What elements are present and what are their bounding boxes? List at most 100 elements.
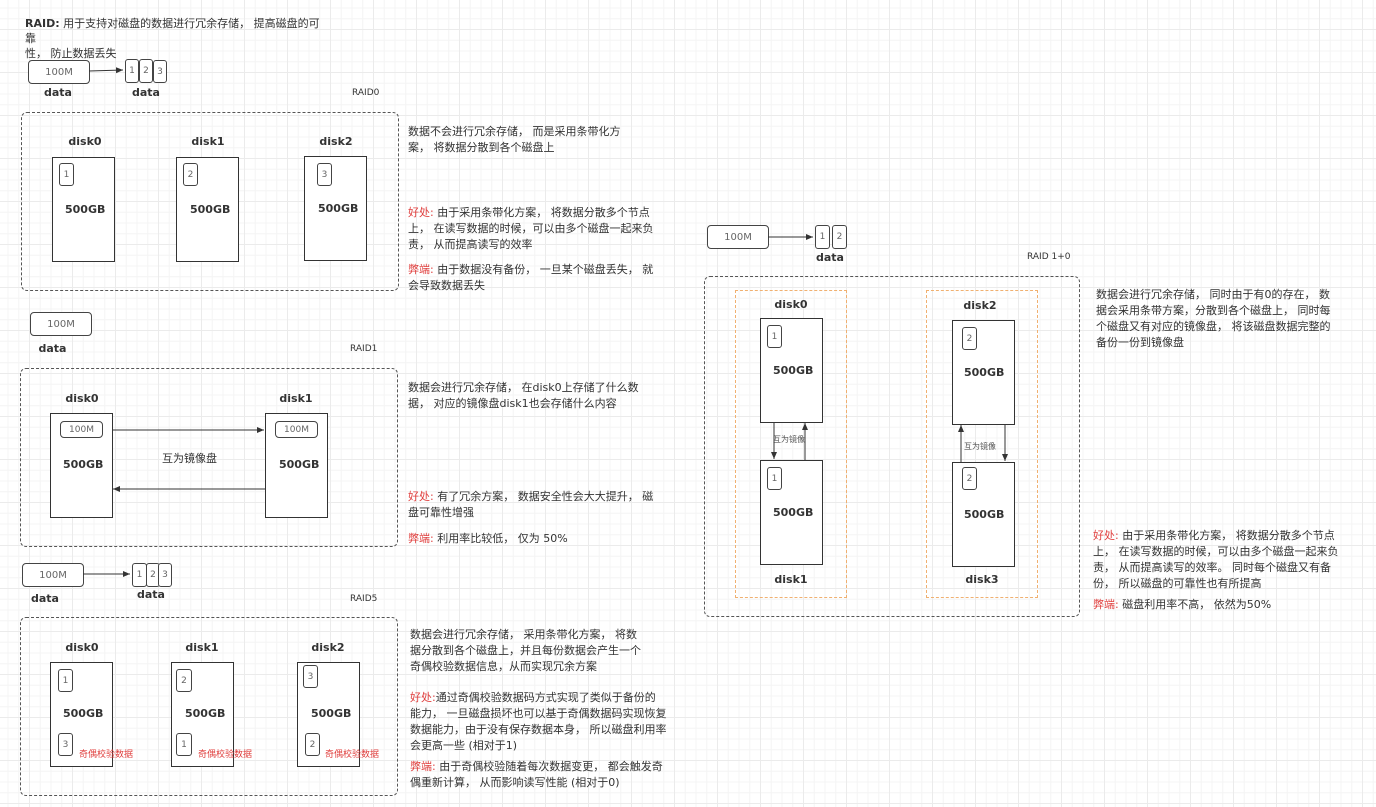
raid5-chunk-3[interactable]: 3 [158,563,172,587]
raid5-description: 数据会进行冗余存储， 采用条带化方案， 将数 据分散到各个磁盘上，并且每份数据会… [410,628,641,673]
raid10-disk1-name: disk1 [774,573,808,586]
raid10-pros-text: 由于采用条带化方案， 将数据分散多个节点 上， 在读写数据的时候，可以由多个磁盘… [1093,529,1339,590]
raid1-mirror-label: 互为镜像盘 [162,452,217,465]
raid10-disk2-name: disk2 [963,299,997,312]
raid5-disk1-data-block: 2 [176,669,192,692]
raid10-disk0-name: disk0 [774,298,808,311]
raid10-cons-text: 磁盘利用率不高， 依然为50% [1118,598,1272,611]
raid5-chunk-1[interactable]: 1 [132,563,147,587]
raid10-chunks-label: data [816,251,844,264]
raid0-source-data[interactable]: 100M [28,60,90,84]
raid1-disk1-name: disk1 [279,392,313,405]
raid5-title: RAID5 [350,594,378,604]
raid10-pros-label: 好处: [1093,529,1119,542]
raid1-cons-label: 弊端: [408,532,434,545]
raid5-disk2-capacity: 500GB [311,707,352,720]
intro-line1: 用于支持对磁盘的数据进行冗余存储， 提高磁盘的可靠 [25,17,320,45]
raid5-disk1-parity-block: 1 [176,733,192,756]
raid0-disk2[interactable] [304,156,367,261]
raid0-cons: 弊端: 由于数据没有备份， 一旦某个磁盘丢失， 就 会导致数据丢失 [408,262,653,294]
raid1-description: 数据会进行冗余存储， 在disk0上存储了什么数 据， 对应的镜像盘disk1也… [408,381,639,410]
raid0-cons-text: 由于数据没有备份， 一旦某个磁盘丢失， 就 会导致数据丢失 [408,263,654,292]
raid0-chunk-2[interactable]: 2 [139,59,153,83]
raid10-disk3-block: 2 [962,467,977,490]
raid5-pros-label: 好处: [410,691,436,704]
raid0-disk0-block: 1 [59,163,74,186]
raid1-source-data[interactable]: 100M [30,312,92,336]
raid10-disk2-capacity: 500GB [964,366,1005,379]
raid10-group [704,276,1080,617]
raid5-disk2-parity-label: 奇偶校验数据 [325,750,380,760]
raid0-chunks-label: data [132,86,160,99]
raid1-pros: 好处: 有了冗余方案， 数据安全性会大大提升， 磁 盘可靠性增强 [408,489,653,521]
raid0-pros: 好处: 由于采用条带化方案， 将数据分散多个节点 上， 在读写数据的时候，可以由… [408,205,654,253]
raid5-disk1-parity-label: 奇偶校验数据 [198,750,253,760]
raid5-pros: 好处:通过奇偶校验数据码方式实现了类似于备份的 能力， 一旦磁盘损坏也可以基于奇… [410,690,667,754]
raid10-disk2-block: 2 [962,327,977,350]
raid1-disk0-capacity: 500GB [63,458,104,471]
raid5-group [20,617,398,796]
raid5-disk2-parity-block: 2 [305,733,320,756]
raid5-cons-text: 由于奇偶校验随着每次数据变更， 都会触发奇 偶重新计算， 从而影响读写性能 (相… [410,760,663,789]
raid0-disk0-capacity: 500GB [65,203,106,216]
raid1-disk1-capacity: 500GB [279,458,320,471]
raid1-pros-label: 好处: [408,490,434,503]
raid1-disk0-block: 100M [60,421,103,438]
raid10-cons: 弊端: 磁盘利用率不高， 依然为50% [1093,597,1271,613]
raid1-group [20,368,398,547]
raid1-cons: 弊端: 利用率比较低， 仅为 50% [408,531,568,547]
raid10-cons-label: 弊端: [1093,598,1119,611]
raid10-pair0-mirror-label: 互为镜像 [773,435,805,444]
raid10-disk0-block: 1 [767,325,782,348]
raid10-disk3-name: disk3 [965,573,999,586]
raid10-chunk-1[interactable]: 1 [815,225,830,249]
raid1-cons-text: 利用率比较低， 仅为 50% [433,532,568,545]
raid0-chunk-1[interactable]: 1 [125,59,139,83]
raid0-pros-label: 好处: [408,206,434,219]
raid1-disk1-block: 100M [275,421,318,438]
raid1-disk0-name: disk0 [65,392,99,405]
raid0-disk2-name: disk2 [319,135,353,148]
raid10-disk1-capacity: 500GB [773,506,814,519]
raid0-disk1-capacity: 500GB [190,203,231,216]
raid1-source-label: data [38,342,67,355]
raid0-disk0[interactable] [52,157,115,262]
raid0-disk0-name: disk0 [68,135,102,148]
raid5-disk1-capacity: 500GB [185,707,226,720]
raid10-disk3-capacity: 500GB [964,508,1005,521]
intro-text: RAID: 用于支持对磁盘的数据进行冗余存储， 提高磁盘的可靠 性， 防止数据丢… [25,16,325,61]
raid5-disk0-capacity: 500GB [63,707,104,720]
raid5-chunks-label: data [137,588,165,601]
raid10-pair1-group [926,290,1038,598]
raid5-disk2-name: disk2 [311,641,345,654]
raid0-disk1-block: 2 [183,163,198,186]
raid0-disk2-block: 3 [317,163,332,186]
raid0-title: RAID0 [352,88,380,98]
raid5-disk0-parity-label: 奇偶校验数据 [79,750,134,760]
raid10-title: RAID 1+0 [1027,252,1071,262]
raid5-source-data[interactable]: 100M [22,563,84,587]
raid0-chunk-3[interactable]: 3 [153,60,167,83]
raid10-pros: 好处: 由于采用条带化方案， 将数据分散多个节点 上， 在读写数据的时候，可以由… [1093,528,1339,592]
raid10-pair1-mirror-label: 互为镜像 [964,442,996,451]
raid5-pros-text: 通过奇偶校验数据码方式实现了类似于备份的 能力， 一旦磁盘损坏也可以基于奇偶数据… [410,691,667,752]
raid10-chunk-2[interactable]: 2 [832,225,847,249]
raid0-group [21,112,399,291]
raid5-cons-label: 弊端: [410,760,436,773]
intro-line2: 性， 防止数据丢失 [25,47,117,60]
raid10-pair0-group [735,290,847,598]
raid1-pros-text: 有了冗余方案， 数据安全性会大大提升， 磁 盘可靠性增强 [408,490,654,519]
raid0-cons-label: 弊端: [408,263,434,276]
raid5-disk0-parity-block: 3 [58,733,73,756]
raid10-disk0-capacity: 500GB [773,364,814,377]
raid5-disk1-name: disk1 [185,641,219,654]
raid10-description: 数据会进行冗余存储， 同时由于有0的存在， 数 据会采用条带方案，分散到各个磁盘… [1096,288,1331,349]
raid5-disk0-data-block: 1 [58,669,73,692]
raid10-source-data[interactable]: 100M [707,225,769,249]
raid0-pros-text: 由于采用条带化方案， 将数据分散多个节点 上， 在读写数据的时候，可以由多个磁盘… [408,206,654,251]
raid0-description: 数据不会进行冗余存储， 而是采用条带化方 案， 将数据分散到各个磁盘上 [408,125,621,154]
raid0-disk1-name: disk1 [191,135,225,148]
raid5-cons: 弊端: 由于奇偶校验随着每次数据变更， 都会触发奇 偶重新计算， 从而影响读写性… [410,759,663,791]
raid10-disk1-block: 1 [767,467,782,490]
raid5-disk2-data-block: 3 [303,665,318,688]
